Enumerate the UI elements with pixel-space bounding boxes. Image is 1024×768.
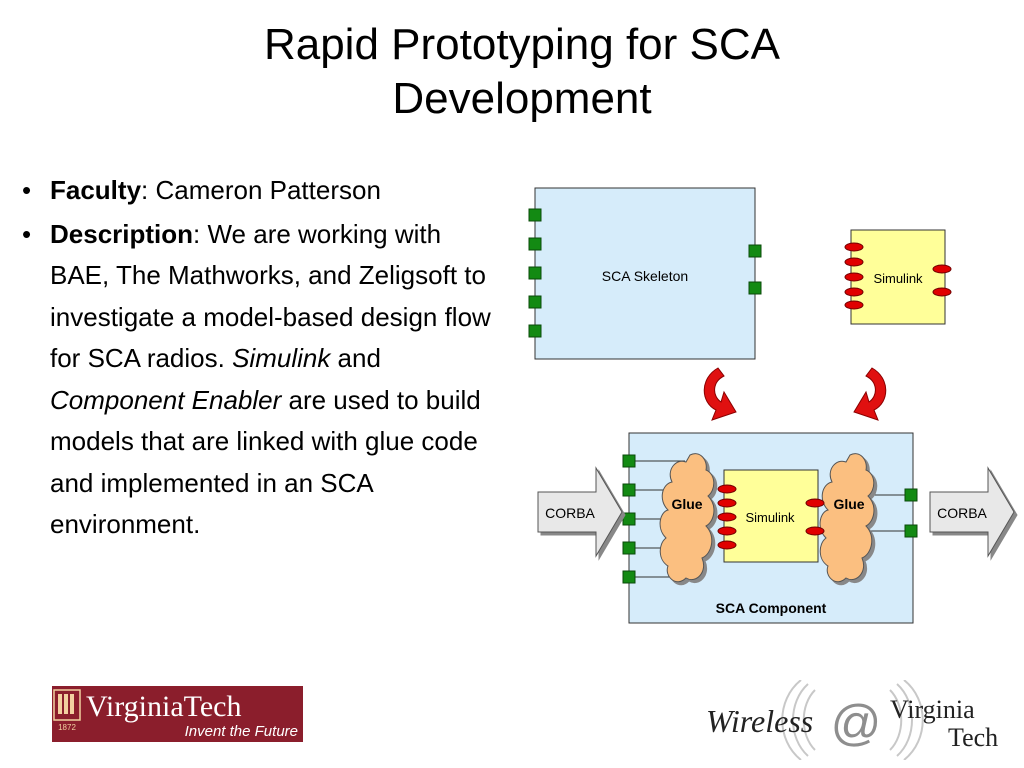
port-left-5 [622,570,636,584]
description-label: Description [50,218,194,249]
description-italic-component-enabler: Component Enabler [50,384,282,415]
port-red [844,257,864,267]
port-red [844,242,864,252]
vt-logo-text: VirginiaTech [86,690,242,723]
wireless-text: Wireless [706,703,813,739]
wireless-at-vt-logo: Wireless @ Virginia Tech [706,680,998,760]
glue-left [659,453,715,583]
signal-waves-icon [781,680,924,760]
curved-arrows [703,367,887,421]
vt-tagline: Invent the Future [185,723,298,740]
sca-component-ports [622,454,918,584]
glue-left-label: Glue [671,496,702,512]
bullet-dot-icon: • [22,175,32,205]
curved-arrow-right-icon [853,367,887,421]
port-left-4 [622,541,636,555]
port-left-2 [622,483,636,497]
port-left-2 [528,237,542,251]
wireless-at-symbol: @ [831,695,882,751]
simulink-top-box [850,229,946,325]
port-right-1 [748,244,762,258]
corba-right-arrow [929,466,1015,558]
wireless-tech: Tech [948,723,998,752]
title-line-2: Development [392,74,652,123]
description-text-3: are used to build models that are linked… [50,384,481,540]
bullet-faculty: • Faculty: Cameron Patterson [10,170,500,212]
corba-left-arrow [537,466,623,558]
glue-right [819,453,875,583]
title-line-1: Rapid Prototyping for SCA [263,20,781,69]
glue-right-label: Glue [833,496,864,512]
description-italic-simulink: Simulink [232,343,331,373]
faculty-value: : Cameron Patterson [141,175,381,205]
simulink-inner-ports [717,484,825,550]
port-left-4 [528,295,542,309]
port-left-3 [622,512,636,526]
port-red [844,272,864,282]
simulink-inner-box [723,469,819,563]
sca-skeleton-label: SCA Skeleton [602,268,688,284]
port-left-5 [528,324,542,338]
wireless-virginia: Virginia [890,695,975,724]
port-red [932,287,952,297]
faculty-label: Faculty [50,175,142,205]
bullet-dot-icon: • [22,218,32,249]
virginia-tech-logo: 1872 VirginiaTech Invent the Future [52,686,303,742]
corba-left-label: CORBA [545,505,595,521]
bullet-list: • Faculty: Cameron Patterson • Description… [10,170,500,548]
port-right-1 [904,488,918,502]
port-left-3 [528,266,542,280]
sca-skeleton-ports [528,208,762,338]
port-right-2 [904,524,918,538]
simulink-inner-label: Simulink [745,510,795,525]
description-text-2: and [330,343,381,373]
slide-title: Rapid Prototyping for SCA Development [0,18,1024,126]
port-left-1 [528,208,542,222]
port-right-2 [748,281,762,295]
simulink-top-ports [844,242,952,310]
port-red [844,287,864,297]
port-red [932,264,952,274]
simulink-top-label: Simulink [873,271,923,286]
port-left-1 [622,454,636,468]
bullet-description: • Description: We are working with BAE, T… [10,214,500,546]
description-text-1: : We are working with BAE, The Mathworks… [50,218,491,374]
corba-right-label: CORBA [937,505,987,521]
sca-skeleton-box [534,187,756,360]
port-red [844,300,864,310]
sca-component-label: SCA Component [716,600,827,616]
vt-year: 1872 [58,723,76,732]
sca-flow-diagram: SCA Skeleton Simulink SCA Component [528,187,1015,624]
curved-arrow-left-icon [703,367,737,421]
